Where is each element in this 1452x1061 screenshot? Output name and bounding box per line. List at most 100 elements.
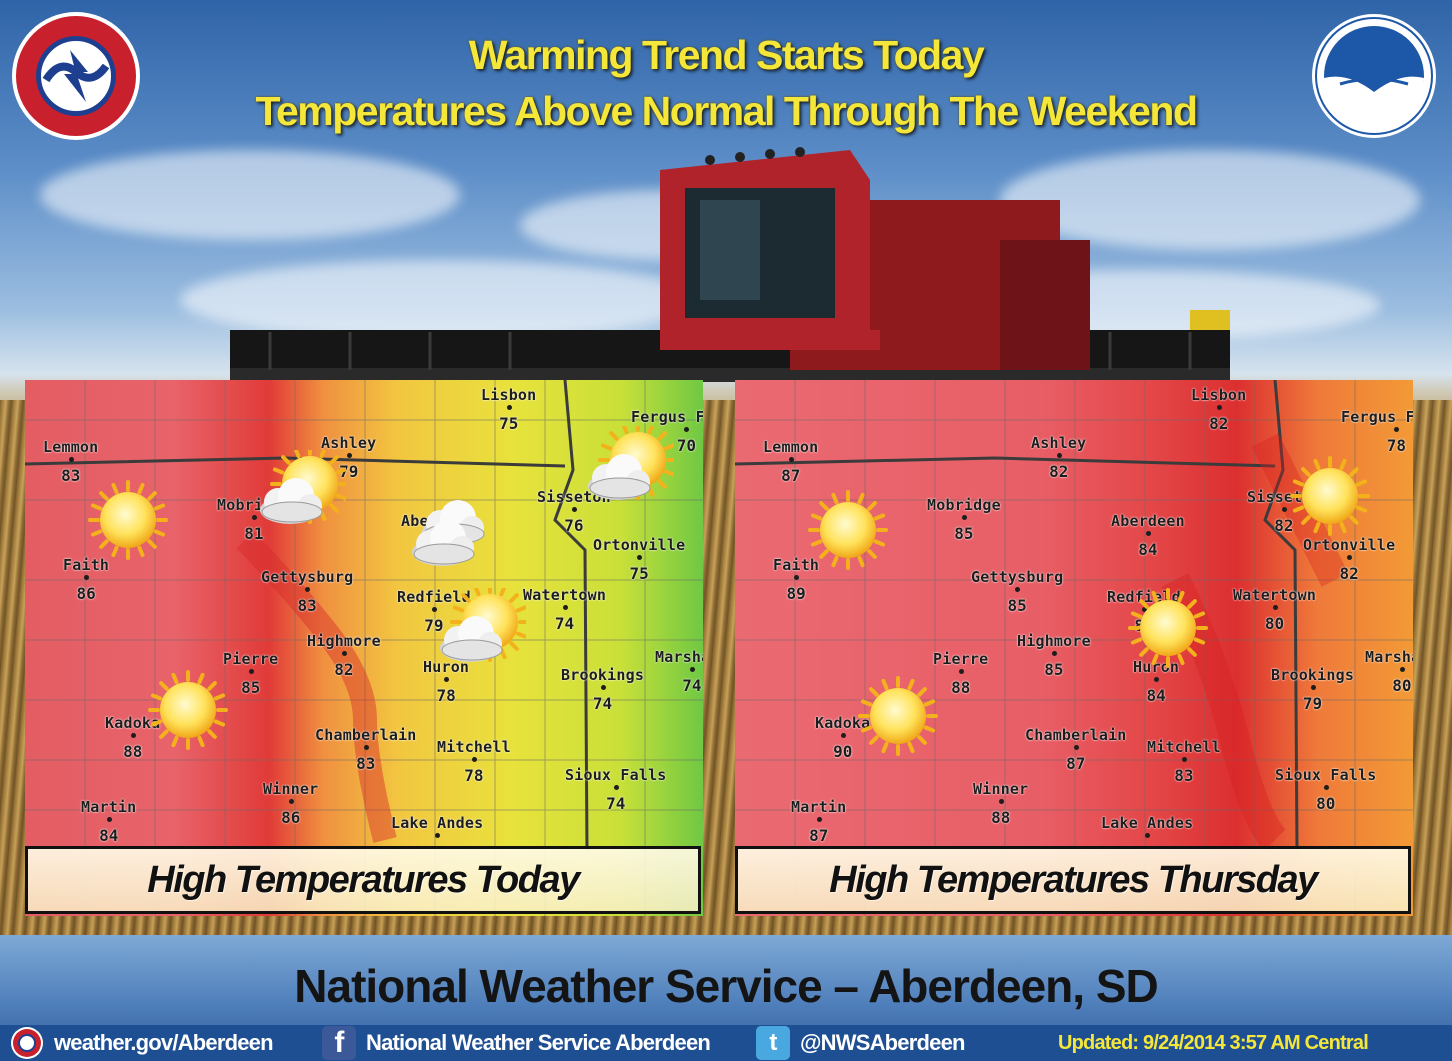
city-label-sisseton: Sisseton 76 bbox=[537, 488, 611, 535]
city-name: Gettysburg bbox=[971, 568, 1064, 586]
facebook-link[interactable]: f National Weather Service Aberdeen bbox=[322, 1025, 711, 1061]
city-name: Watertown bbox=[1233, 586, 1317, 604]
facebook-icon: f bbox=[322, 1026, 356, 1060]
city-temperature: 80 bbox=[1316, 794, 1336, 813]
city-name: Pierre bbox=[933, 650, 989, 668]
city-temperature: 79 bbox=[1302, 694, 1323, 713]
city-label-ashley: Ashley 82 bbox=[1031, 434, 1087, 481]
city-name: Fergus Falls bbox=[1341, 408, 1413, 426]
website-link[interactable]: weather.gov/Aberdeen bbox=[10, 1025, 274, 1061]
city-dot bbox=[794, 575, 800, 580]
city-temperature: 82 bbox=[1049, 462, 1069, 481]
city-name: Highmore bbox=[307, 632, 381, 650]
sun-icon bbox=[1290, 456, 1380, 540]
city-temperature: 74 bbox=[592, 694, 613, 713]
city-temperature: 85 bbox=[954, 524, 974, 543]
city-dot bbox=[68, 457, 74, 462]
city-name: Lisbon bbox=[481, 386, 537, 404]
nws-seal-icon bbox=[11, 1027, 43, 1059]
city-temperature: 80 bbox=[1392, 676, 1412, 695]
city-dot bbox=[1399, 667, 1405, 672]
city-dot bbox=[130, 733, 136, 738]
city-name: Ashley bbox=[1031, 434, 1087, 452]
city-name: Sisseton bbox=[537, 488, 611, 506]
city-temperature: 87 bbox=[809, 826, 829, 845]
sun-icon bbox=[858, 676, 948, 760]
city-name: Marshall bbox=[1365, 648, 1413, 666]
partly-cloudy-icon bbox=[256, 444, 350, 534]
city-dot bbox=[251, 515, 257, 520]
city-dot bbox=[840, 733, 846, 738]
city-dot bbox=[341, 651, 347, 656]
city-name: Winner bbox=[263, 780, 319, 798]
footer-title: National Weather Service – Aberdeen, SD bbox=[294, 960, 1158, 1012]
city-temperature: 84 bbox=[1146, 686, 1166, 705]
twitter-link[interactable]: t @NWSAberdeen bbox=[756, 1025, 965, 1061]
city-name: Ashley bbox=[321, 434, 377, 452]
city-temperature: 84 bbox=[1138, 540, 1158, 559]
footer: National Weather Service – Aberdeen, SD … bbox=[0, 935, 1452, 1061]
footer-bar: weather.gov/Aberdeen f National Weather … bbox=[0, 1025, 1452, 1061]
caption-today: High Temperatures Today bbox=[25, 846, 701, 914]
headline: Warming Trend Starts Today bbox=[468, 32, 985, 78]
city-temperature: 76 bbox=[564, 516, 584, 535]
city-dot bbox=[816, 817, 822, 822]
city-dot bbox=[106, 817, 112, 822]
city-dot bbox=[248, 669, 254, 674]
city-dot bbox=[562, 605, 568, 610]
sun-icon bbox=[88, 480, 178, 564]
city-dot bbox=[444, 677, 450, 682]
city-name: Kadoka bbox=[105, 714, 161, 732]
city-name: Mitchell bbox=[437, 738, 511, 756]
city-name: Gettysburg bbox=[261, 568, 354, 586]
city-dot bbox=[1015, 587, 1021, 592]
city-name: Lisbon bbox=[1191, 386, 1247, 404]
city-label-marshall: Marshall74 bbox=[655, 650, 703, 695]
city-dot bbox=[305, 587, 311, 592]
city-dot bbox=[1216, 405, 1222, 410]
city-dot bbox=[1181, 757, 1187, 762]
city-dot bbox=[1272, 605, 1278, 610]
city-name: Ortonville bbox=[1303, 536, 1396, 554]
city-label-marshall: Marshall 80 bbox=[1365, 648, 1413, 695]
city-dot bbox=[613, 785, 619, 790]
city-temperature: 81 bbox=[244, 524, 264, 543]
city-name: Fergus Falls bbox=[631, 408, 703, 426]
city-temperature: 82 bbox=[1274, 516, 1294, 535]
city-dot bbox=[435, 833, 441, 838]
city-name: Mobridge bbox=[927, 496, 1001, 514]
city-temperature: 74 bbox=[682, 676, 702, 695]
city-label-fergus-falls: Fergus Falls78 bbox=[1341, 408, 1413, 454]
city-name: Lake Andes bbox=[391, 814, 484, 832]
noaa-logo-icon bbox=[1312, 14, 1436, 138]
city-name: Brookings bbox=[1271, 666, 1355, 684]
city-temperature: 74 bbox=[554, 614, 575, 633]
city-temperature: 78 bbox=[436, 686, 456, 705]
city-dot bbox=[288, 799, 294, 804]
city-dot bbox=[1051, 651, 1057, 656]
city-temperature: 80 bbox=[1264, 614, 1285, 633]
city-temperature: 88 bbox=[951, 678, 971, 697]
city-dot bbox=[471, 757, 477, 762]
city-dot bbox=[506, 405, 512, 410]
city-temperature: 83 bbox=[1174, 766, 1194, 785]
city-name: Martin bbox=[81, 798, 137, 816]
city-temperature: 85 bbox=[1044, 660, 1064, 679]
city-temperature: 85 bbox=[1007, 596, 1027, 615]
city-name: Pierre bbox=[223, 650, 279, 668]
